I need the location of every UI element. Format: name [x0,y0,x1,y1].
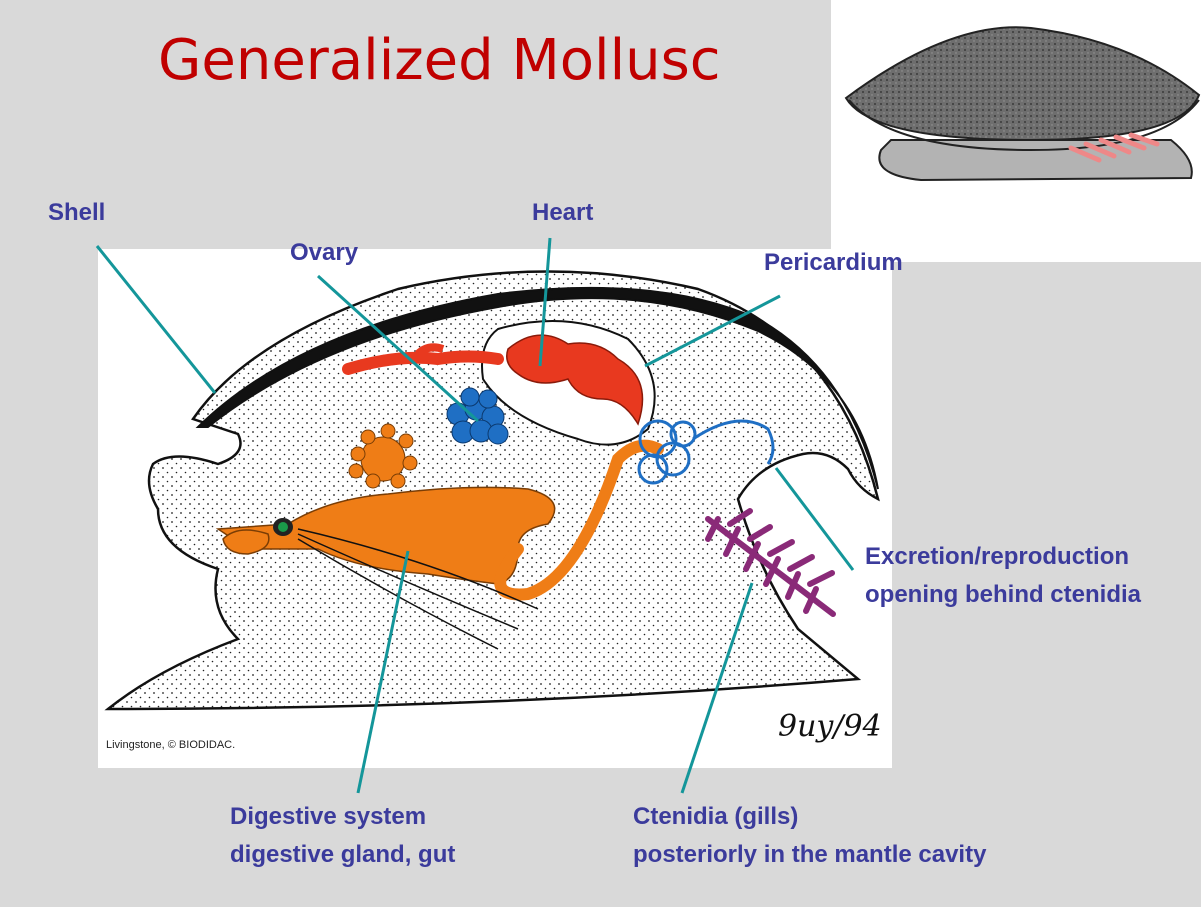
mollusc-diagram: Livingstone, © BIODIDAC. 9uy/94 [98,249,892,768]
image-credit: Livingstone, © BIODIDAC. [106,739,236,751]
label-heart: Heart [532,199,594,226]
gut-shape [215,486,556,585]
mollusc-thumbnail [831,0,1201,262]
label-digestive: Digestive system digestive gland, gut [230,798,455,874]
label-ctenidia: Ctenidia (gills) posteriorly in the mant… [633,798,986,874]
label-ctenidia-line2: posteriorly in the mantle cavity [633,841,987,868]
label-excretion-line2: opening behind ctenidia [865,581,1141,608]
nephridium-shape [637,419,775,485]
slide-title: Generalized Mollusc [158,28,721,93]
shell-leader [95,245,217,394]
label-ovary: Ovary [290,239,359,266]
ovary-shape [446,387,509,445]
ctenidia-shape [705,508,836,617]
label-excretion-line1: Excretion/reproduction [865,543,1130,570]
digestive-leader [356,550,410,794]
label-digestive-line1: Digestive system [230,803,427,830]
heart-leader [538,237,552,367]
pericardium-leader [644,294,781,368]
excretion-leader [774,467,855,571]
shell-shape [195,286,879,490]
artist-signature: 9uy/94 [778,709,882,744]
label-pericardium: Pericardium [764,249,903,276]
digestive-gland [348,423,418,489]
ovary-leader [316,274,480,423]
ctenidia-leader [680,582,754,794]
label-excretion: Excretion/reproduction opening behind ct… [865,538,1141,614]
label-shell: Shell [48,199,106,226]
label-ctenidia-line1: Ctenidia (gills) [633,803,799,830]
label-digestive-line2: digestive gland, gut [230,841,456,868]
